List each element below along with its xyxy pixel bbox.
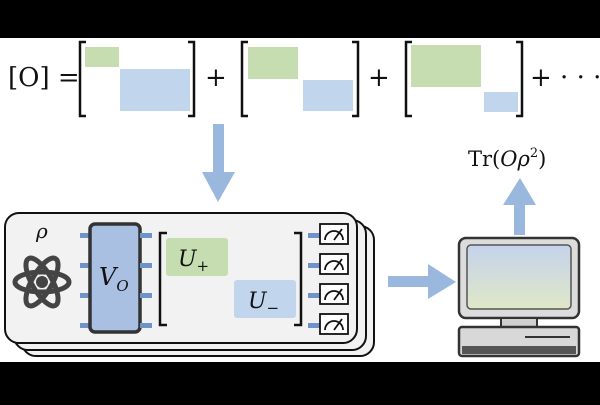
unitary-plus-block xyxy=(166,238,228,276)
plus-sign-1: + xyxy=(205,63,227,93)
blue-block xyxy=(484,92,518,112)
arrow-up xyxy=(503,178,536,235)
computer-icon xyxy=(457,236,581,358)
bracket-left xyxy=(404,40,412,118)
meter-icon xyxy=(319,253,349,275)
meter-icon xyxy=(319,223,349,245)
unitary-minus-block xyxy=(234,280,296,318)
meter-column xyxy=(319,223,349,335)
meter-icon xyxy=(319,283,349,305)
plus-sign-2: + xyxy=(368,63,390,93)
bracket-left xyxy=(240,40,248,118)
monitor-screen xyxy=(466,244,572,310)
input-wires xyxy=(80,233,90,328)
matrix-term-3 xyxy=(404,40,524,118)
green-block xyxy=(411,45,481,87)
encoder-box xyxy=(88,222,142,334)
state-label: ρ xyxy=(35,219,48,243)
arrow-right xyxy=(388,264,456,299)
ellipsis-term: + · · · xyxy=(530,63,600,93)
blue-block xyxy=(120,69,190,111)
arrow-down xyxy=(202,124,235,202)
bracket-right xyxy=(516,40,524,118)
matrix-term-2 xyxy=(240,40,360,118)
output-label: Tr(Oρ2) xyxy=(468,146,546,171)
monitor-stand xyxy=(500,317,538,328)
unitary-bracket-right xyxy=(294,231,303,327)
encoder-label: VO xyxy=(99,263,129,295)
atom-icon xyxy=(12,255,72,309)
device-panel-front xyxy=(4,212,358,344)
green-block xyxy=(248,47,298,79)
meter-icon xyxy=(319,313,349,335)
base-drive-bar xyxy=(462,346,576,354)
matrix-term-1 xyxy=(78,40,196,118)
green-block xyxy=(85,47,119,67)
mid-wires xyxy=(140,233,152,328)
unitary-bracket-left xyxy=(158,231,167,327)
bracket-right xyxy=(188,40,196,118)
equation-lhs: [O] = xyxy=(8,63,80,93)
blue-block xyxy=(303,80,353,111)
bracket-right xyxy=(352,40,360,118)
bracket-left xyxy=(78,40,86,118)
output-wires xyxy=(308,233,320,328)
unitary-minus-label: U− xyxy=(248,289,279,317)
unitary-plus-label: U+ xyxy=(178,247,209,275)
